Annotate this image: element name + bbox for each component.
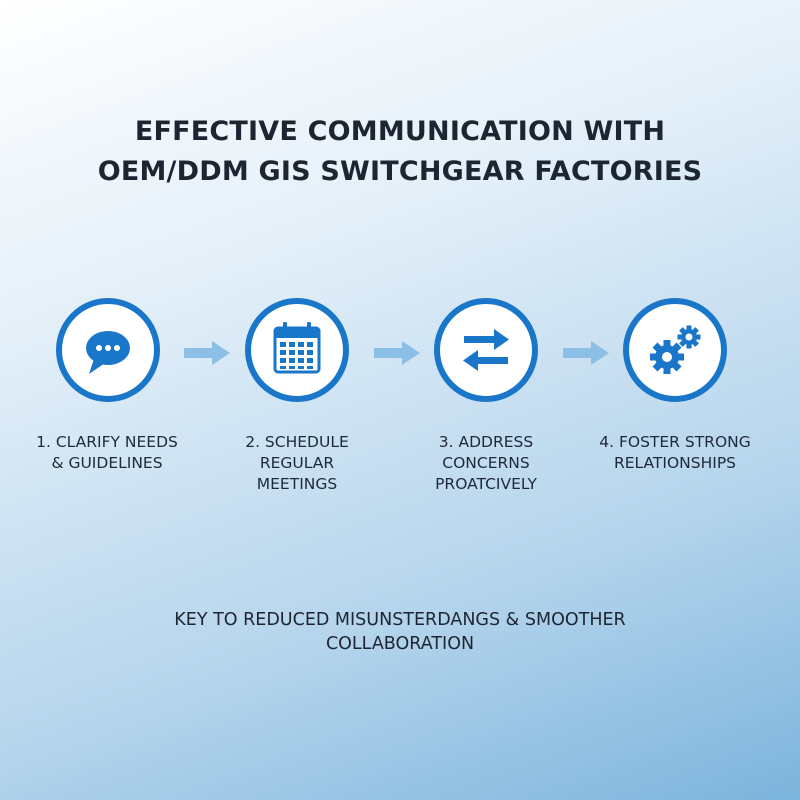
title-line-1: EFFECTIVE COMMUNICATION WITH (134, 116, 666, 147)
footer-line-2: COLLABORATION (325, 634, 475, 654)
step-3-label-line-3: PROATCIVELY (435, 475, 537, 493)
footer-line-1: KEY TO REDUCED MISUNSTERDANGS & SMOOTHER (174, 610, 626, 630)
step-2-circle (245, 298, 349, 402)
step-3-label-line-1: 3. ADDRESS (438, 433, 534, 451)
calendar-icon (273, 322, 321, 374)
step-4-label-line-2: RELATIONSHIPS (613, 454, 737, 472)
flow-arrow-1 (184, 341, 230, 365)
step-4-circle (623, 298, 727, 402)
step-2-label-line-2: REGULAR (259, 454, 335, 472)
title-line-2: OEM/DDM GIS SWITCHGEAR FACTORIES (97, 156, 703, 187)
step-1-label: 1. CLARIFY NEEDS & GUIDELINES (22, 432, 192, 474)
step-2-label-line-1: 2. SCHEDULE (245, 433, 349, 451)
step-4-label: 4. FOSTER STRONG RELATIONSHIPS (590, 432, 760, 474)
step-4-label-line-1: 4. FOSTER STRONG (599, 433, 751, 451)
flow-arrow-3 (563, 341, 609, 365)
gears-icon (650, 325, 701, 374)
step-3-label-line-2: CONCERNS (442, 454, 530, 472)
page-title: EFFECTIVE COMMUNICATION WITH OEM/DDM GIS… (0, 112, 800, 192)
step-2-label: 2. SCHEDULE REGULAR MEETINGS (212, 432, 382, 495)
step-1-label-line-2: & GUIDELINES (51, 454, 163, 472)
chat-bubble-icon (86, 331, 130, 374)
step-3-label: 3. ADDRESS CONCERNS PROATCIVELY (401, 432, 571, 495)
step-2-label-line-3: MEETINGS (256, 475, 338, 493)
exchange-arrows-icon (463, 329, 509, 371)
footer-caption: KEY TO REDUCED MISUNSTERDANGS & SMOOTHER… (0, 608, 800, 656)
step-1-label-line-1: 1. CLARIFY NEEDS (36, 433, 178, 451)
step-3-circle (434, 298, 538, 402)
step-1-circle (56, 298, 160, 402)
flow-arrow-2 (374, 341, 420, 365)
